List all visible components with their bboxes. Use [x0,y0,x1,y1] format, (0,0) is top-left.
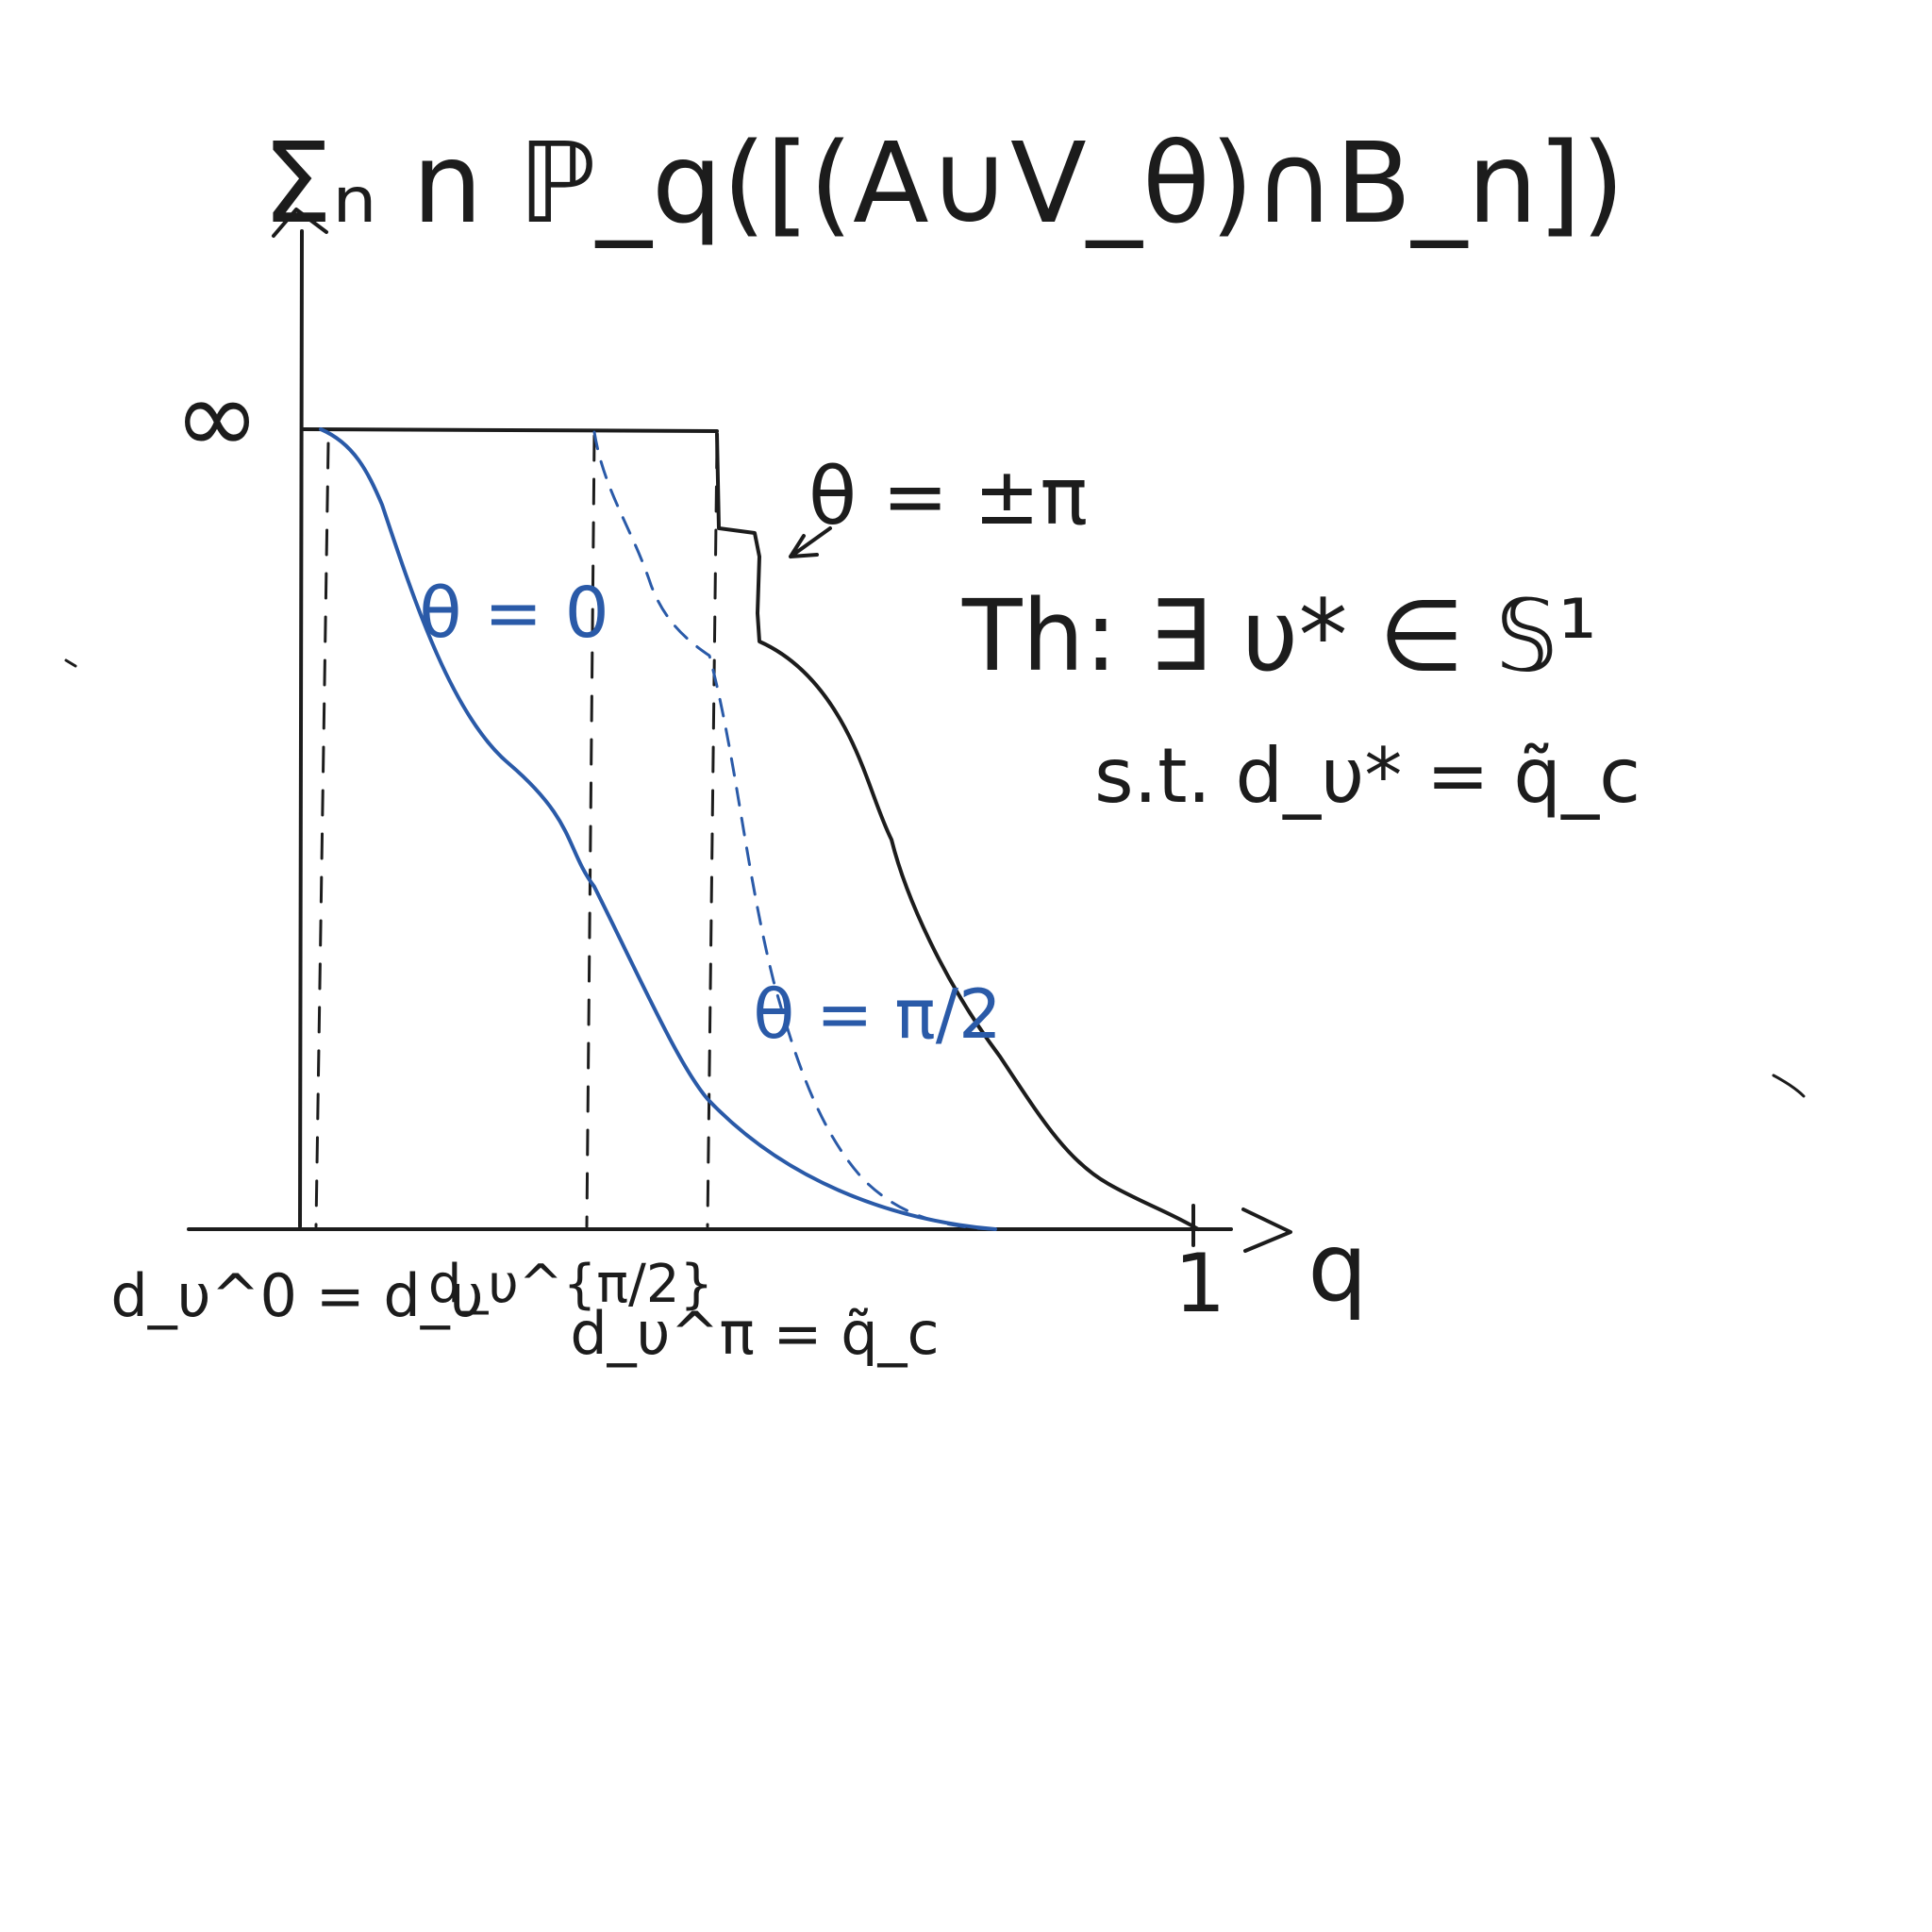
y-axis-arrowhead [272,208,328,238]
theorem-line-2: s.t. d_υ* = q̃_c [1094,732,1641,820]
guide-d0 [314,441,330,1228]
label-theta-0: θ = 0 [419,573,608,654]
x-axis-arrowhead [1241,1208,1292,1253]
tick-label-dpi2: d_υ^{π/2} [428,1254,713,1315]
guide-dpi [706,441,719,1228]
infinity-level-line [302,427,719,433]
dashed-guides [314,434,719,1228]
y-axis-infinity-label: ∞ [174,357,260,477]
curve-theta-pi [715,432,1200,1231]
guide-dpi2 [585,434,596,1228]
stray-mark-right [1772,1074,1806,1098]
y-axis [298,229,304,1228]
axes [187,208,1292,1253]
label-theta-pi2: θ = π/2 [753,974,1002,1054]
label-theta-pi: θ = ±π [808,450,1088,542]
curve-theta-0 [319,427,997,1231]
theorem-line-1: Th: ∃ υ* ∈ 𝕊¹ [961,578,1597,693]
x-axis-one-label: 1 [1174,1237,1226,1331]
tick-label-dpi: d_υ^π = q̃_c [570,1299,939,1368]
theta-pi-pointer-arrow [789,526,832,558]
x-axis-q-label: q [1307,1212,1367,1323]
stray-mark-left [64,658,77,668]
curve-theta-pi2 [592,430,992,1231]
tick-label-d0: d_υ^0 = d_υ [110,1261,483,1330]
title-formula: Σₙ n ℙ_q([(A∪V_θ)∩B_n]) [262,118,1624,248]
